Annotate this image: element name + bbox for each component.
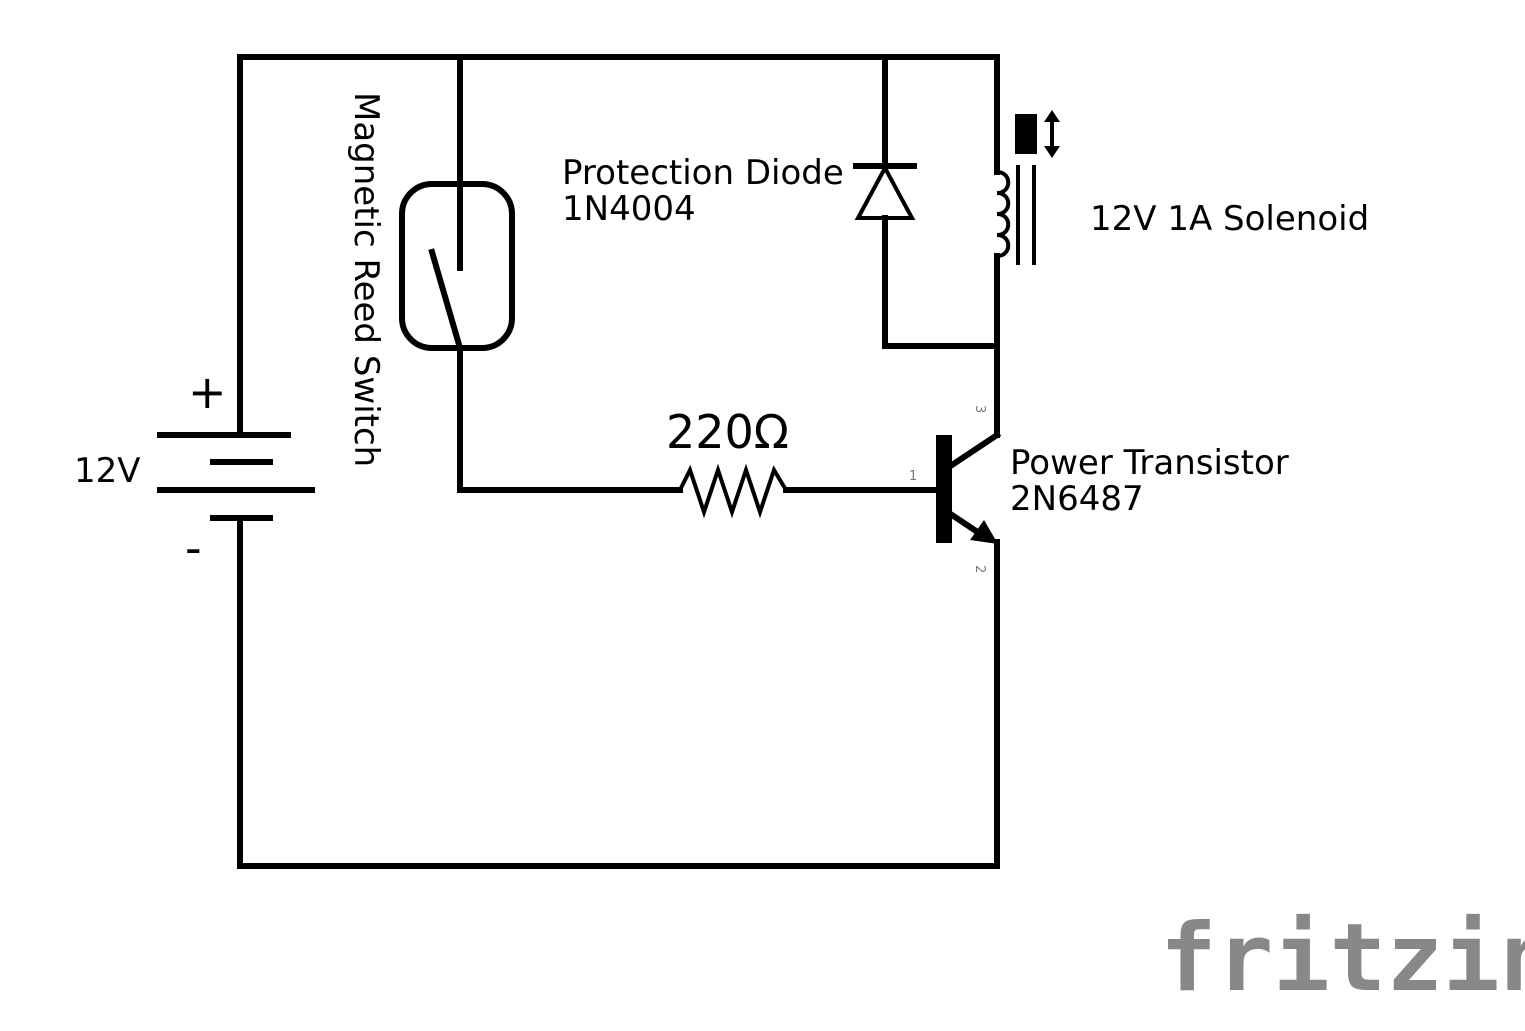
diode-label-line1: Protection Diode — [562, 153, 844, 193]
reed-switch-label: Magnetic Reed Switch — [346, 92, 386, 467]
reed-switch-contact — [428, 248, 464, 352]
battery-voltage-label: 12V — [74, 451, 141, 491]
transistor-symbol: 1 3 2 Power Transistor 2N6487 — [909, 405, 1289, 573]
transistor-pin-base: 1 — [909, 469, 917, 484]
battery-plus-sign: + — [188, 365, 227, 419]
arrow-down-head — [1044, 146, 1060, 158]
resistor-value-label: 220Ω — [666, 405, 789, 459]
transistor-label-line1: Power Transistor — [1010, 443, 1289, 483]
arrow-up-head — [1044, 110, 1060, 122]
transistor-base-bar — [936, 435, 952, 543]
solenoid-label: 12V 1A Solenoid — [1090, 199, 1369, 239]
diode-triangle — [854, 163, 916, 220]
transistor-pin-emitter: 2 — [972, 565, 987, 573]
transistor-label-line2: 2N6487 — [1010, 479, 1144, 519]
transistor-pin-collector: 3 — [972, 405, 987, 413]
battery-symbol: + - 12V — [74, 365, 315, 575]
resistor-symbol: 220Ω — [666, 405, 789, 519]
solenoid-plunger-block — [1015, 114, 1037, 154]
solenoid-coil — [996, 170, 1011, 258]
fritzing-watermark: fritzing — [1160, 904, 1525, 1013]
transistor-emitter-arrow — [970, 520, 998, 544]
transistor-collector-lead — [947, 430, 1002, 470]
resistor-zigzag — [678, 463, 788, 519]
battery-minus-sign: - — [185, 521, 202, 575]
wires — [237, 54, 1000, 869]
solenoid-symbol: 12V 1A Solenoid — [996, 110, 1369, 265]
diode-label-line2: 1N4004 — [562, 189, 696, 229]
diode-symbol: Protection Diode 1N4004 — [562, 153, 917, 229]
reed-switch-symbol: Magnetic Reed Switch — [346, 92, 515, 467]
